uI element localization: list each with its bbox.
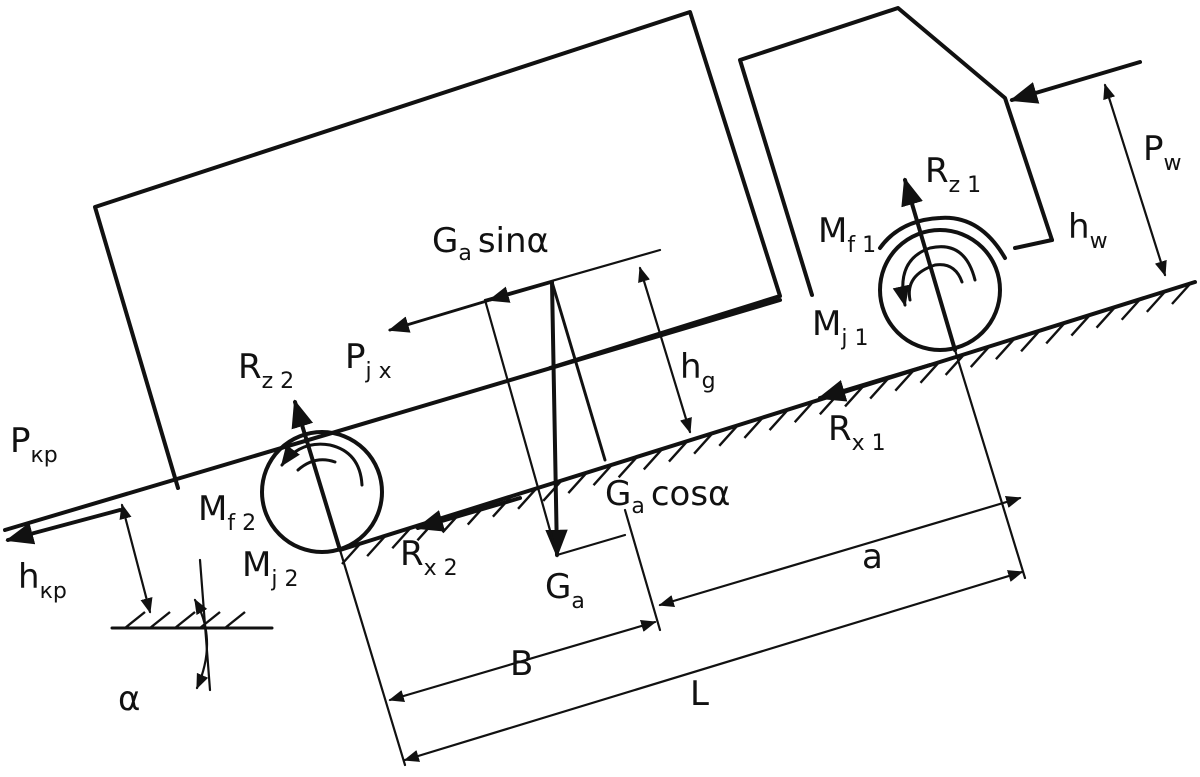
ground-hatch-mark [919,361,940,384]
drawbar-force [5,508,122,545]
label-g-a: Ga [545,567,585,614]
hkp-dimension [119,503,153,614]
ground-hatch-mark [743,417,764,439]
ground-hatch-mark [1095,306,1116,329]
hg-dimension [638,266,692,434]
ground-hatch-mark [1120,298,1141,321]
ground-hatch-mark [592,464,613,487]
label-p-w: Pw [1143,129,1182,176]
label-m-j2: Mj 2 [242,545,298,592]
ground-hatch-mark [894,369,915,392]
ground-hatch-mark [642,448,663,471]
ground-hatch-mark [1070,314,1091,337]
ground-hatch-mark [341,543,361,565]
ground-hatch-mark [1171,283,1191,305]
ground-hatch-mark [1020,330,1040,353]
ground-hatch-mark [869,377,890,400]
label-h-kp: hкр [18,557,67,604]
ground-hatch-mark [969,346,990,368]
rolling-resistance-vectors [415,363,932,532]
front-wheel [878,228,1002,352]
ground-hatch-mark [542,480,563,502]
ground-hatch-mark [617,456,638,479]
labels: Pкр hкр α Rz 2 Pj x Mf 2 Mj 2 Rx 2 Ga Ga… [10,129,1182,719]
ground-hatch-mark [793,401,814,423]
ground-hatch-mark [366,535,387,557]
label-m-j1: Mj 1 [812,304,868,351]
cargo-body [93,10,782,490]
rz2-vector [291,399,342,552]
ground-hatch-mark [391,527,412,550]
label-dim-l: L [690,674,709,714]
cab [738,6,1054,297]
ground-hatch-mark [693,432,714,455]
label-p-jx: Pj x [345,337,392,384]
label-alpha: α [118,679,140,719]
ground-hatch-mark [718,425,739,447]
ground-hatch-mark [944,354,965,376]
ground-hatch-mark [668,440,688,463]
ground-incline [338,280,1197,565]
label-r-z1: Rz 1 [925,151,981,198]
label-r-z2: Rz 2 [238,347,294,394]
label-h-g: hg [680,347,716,394]
label-m-f2: Mf 2 [198,489,256,536]
label-m-f1: Mf 1 [818,211,876,258]
label-dim-b: B [510,644,533,684]
rear-wheel [260,430,384,554]
label-r-x1: Rx 1 [828,409,886,456]
weight-vectors [387,248,662,558]
label-r-x2: Rx 2 [400,534,458,581]
label-h-w: hw [1068,207,1108,254]
ground-hatch-mark [1045,322,1066,345]
ground-hatch-mark [1145,291,1166,313]
ground-hatch-mark [995,338,1015,360]
wheelbase-dimensions [338,348,1027,767]
label-dim-a: a [862,537,883,577]
ground-hatch-mark [567,472,588,494]
ground-hatch-mark [517,488,537,510]
rz1-vector [901,177,957,352]
air-resistance [1009,60,1167,277]
reference-ground [110,558,274,692]
ground-hatch-mark [844,385,864,408]
ground-hatch-mark [768,409,789,431]
label-p-kp: Pкр [10,421,58,468]
